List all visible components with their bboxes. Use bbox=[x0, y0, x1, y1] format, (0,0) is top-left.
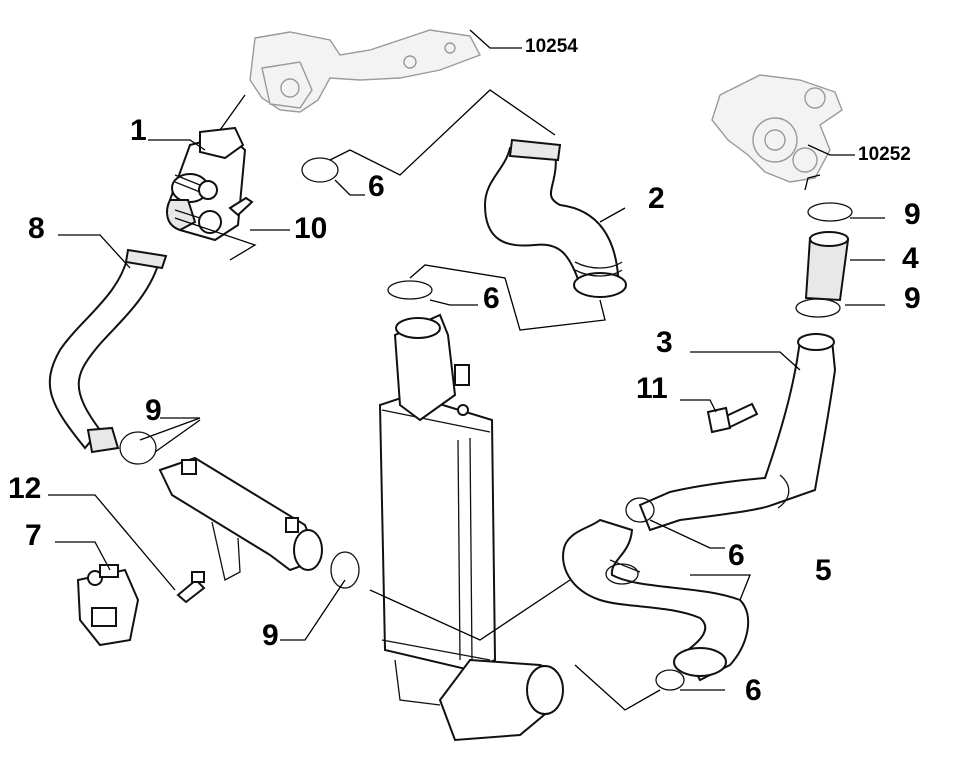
left-hose-part bbox=[48, 248, 168, 454]
label-part-12: 12 bbox=[8, 472, 41, 505]
throttle-body-part bbox=[166, 126, 254, 242]
label-part-10: 10 bbox=[294, 212, 327, 245]
clamps bbox=[119, 157, 853, 691]
label-part-6-a: 6 bbox=[368, 170, 385, 203]
label-ref-turbo: 10252 bbox=[858, 144, 911, 165]
intercooler-part bbox=[378, 313, 564, 742]
label-part-7: 7 bbox=[25, 519, 42, 552]
right-pipe-part bbox=[638, 333, 837, 532]
upper-hose-part bbox=[483, 138, 627, 298]
callout-labels: 10254 10252 1 2 3 4 5 6 6 6 6 7 8 9 9 9 … bbox=[8, 36, 921, 707]
label-part-2: 2 bbox=[648, 182, 665, 215]
lower-hose-part bbox=[562, 518, 750, 682]
label-part-3: 3 bbox=[656, 326, 673, 359]
label-part-6-b: 6 bbox=[483, 282, 500, 315]
leader-lines bbox=[48, 29, 885, 711]
label-part-9-a: 9 bbox=[904, 198, 921, 231]
label-part-11: 11 bbox=[636, 372, 668, 405]
label-part-6-d: 6 bbox=[745, 674, 762, 707]
label-part-8: 8 bbox=[28, 212, 45, 245]
label-part-9-d: 9 bbox=[262, 619, 279, 652]
sleeve-part bbox=[804, 231, 850, 302]
label-part-6-c: 6 bbox=[728, 539, 745, 572]
label-ref-engine: 10254 bbox=[525, 36, 578, 57]
label-part-1: 1 bbox=[130, 114, 147, 147]
label-part-4: 4 bbox=[902, 242, 919, 275]
bolt-11-part bbox=[706, 402, 759, 434]
label-part-5: 5 bbox=[815, 554, 832, 587]
label-part-9-c: 9 bbox=[145, 394, 162, 427]
bolt-12-part bbox=[176, 571, 206, 604]
middle-pipe-part bbox=[158, 456, 323, 581]
label-part-9-b: 9 bbox=[904, 282, 921, 315]
solenoid-valve-part bbox=[76, 564, 140, 647]
engine-block-ref bbox=[249, 29, 481, 113]
turbocharger-ref bbox=[711, 74, 843, 183]
